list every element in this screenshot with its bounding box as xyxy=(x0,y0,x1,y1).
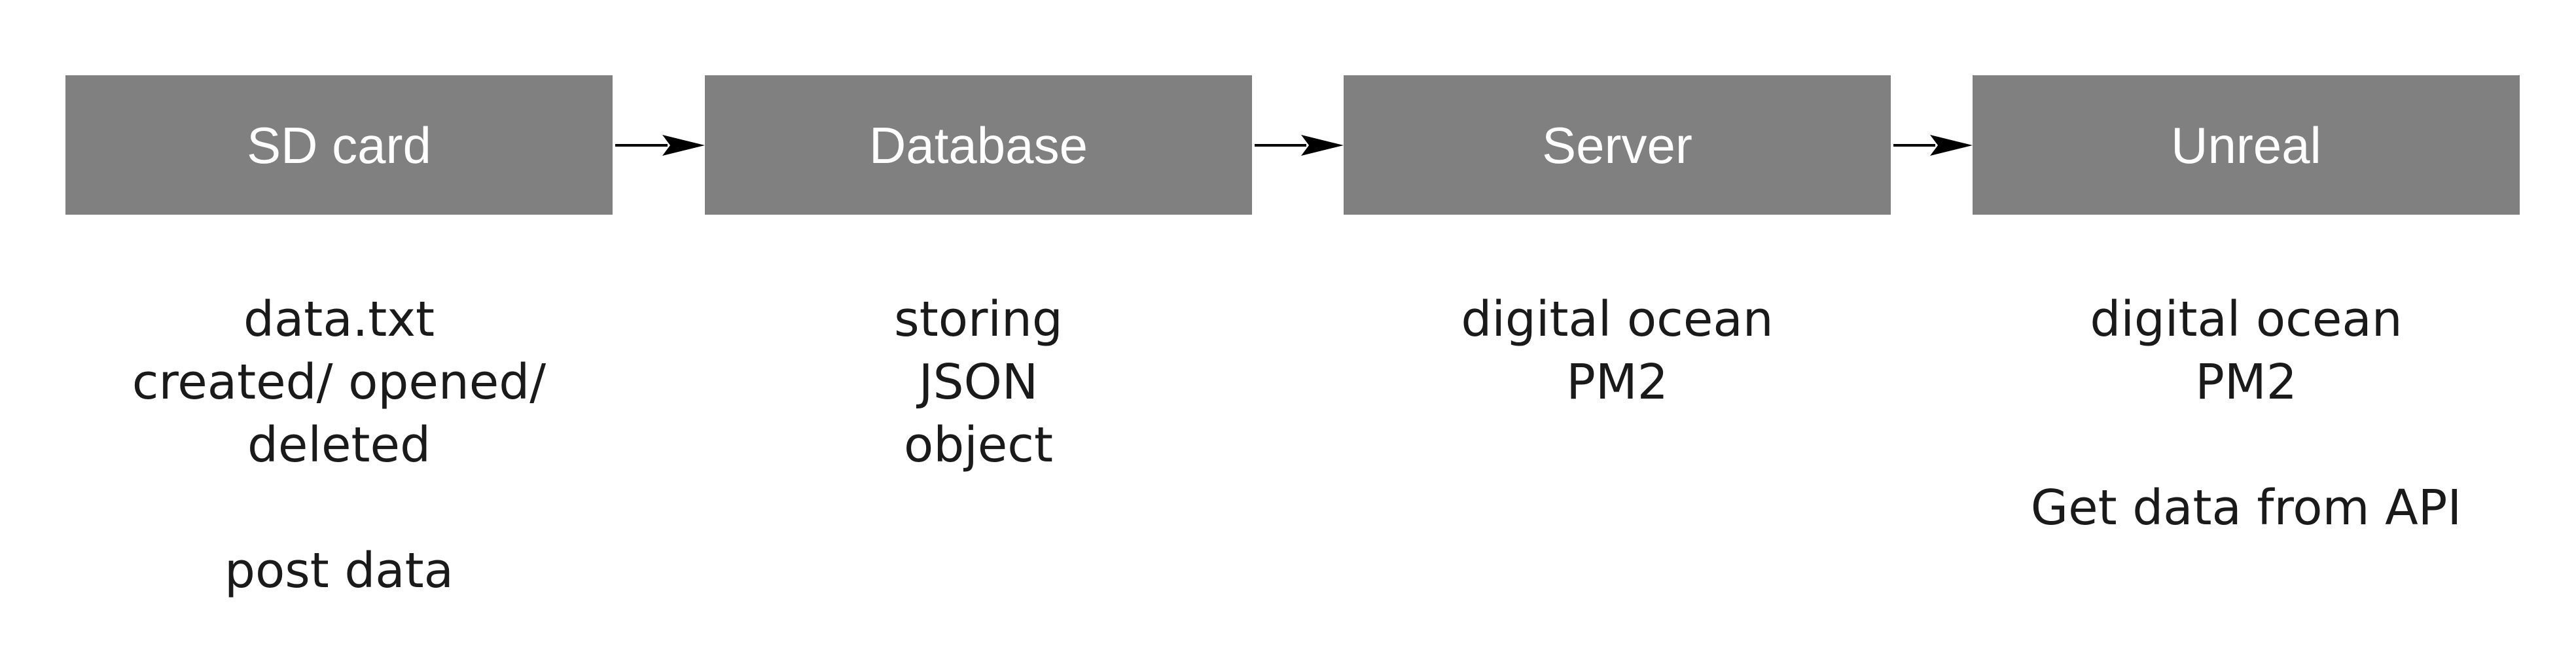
arrow-database-to-server xyxy=(1255,135,1344,156)
note-line: PM2 xyxy=(1566,354,1668,410)
note-line: digital ocean xyxy=(2090,291,2403,348)
note-line: PM2 xyxy=(2195,354,2297,410)
note-line: storing xyxy=(894,291,1063,348)
database-notes: storing JSON object xyxy=(705,288,1252,476)
note-line: object xyxy=(903,417,1054,473)
note-line: deleted xyxy=(247,417,431,473)
database-label: Database xyxy=(869,116,1088,174)
server-notes: digital ocean PM2 xyxy=(1344,288,1891,414)
server-box: Server xyxy=(1344,75,1891,215)
note-line: Get data from API xyxy=(2030,480,2462,536)
sd-card-box: SD card xyxy=(65,75,613,215)
note-line: digital ocean xyxy=(1461,291,1774,348)
note-line: JSON xyxy=(918,354,1039,410)
unreal-notes: digital ocean PM2 Get data from API xyxy=(1973,288,2520,539)
sd-card-label: SD card xyxy=(247,116,431,174)
note-line: post data xyxy=(224,543,454,599)
database-box: Database xyxy=(705,75,1252,215)
arrow-server-to-unreal xyxy=(1893,135,1973,156)
arrow-sd-to-database xyxy=(615,135,705,156)
sd-card-notes: data.txt created/ opened/ deleted post d… xyxy=(65,288,613,602)
note-line: data.txt xyxy=(243,291,435,348)
note-line: created/ opened/ xyxy=(132,354,546,410)
server-label: Server xyxy=(1542,116,1692,174)
unreal-box: Unreal xyxy=(1973,75,2520,215)
note-spacer xyxy=(65,476,613,539)
note-spacer xyxy=(1973,414,2520,476)
unreal-label: Unreal xyxy=(2171,116,2321,174)
